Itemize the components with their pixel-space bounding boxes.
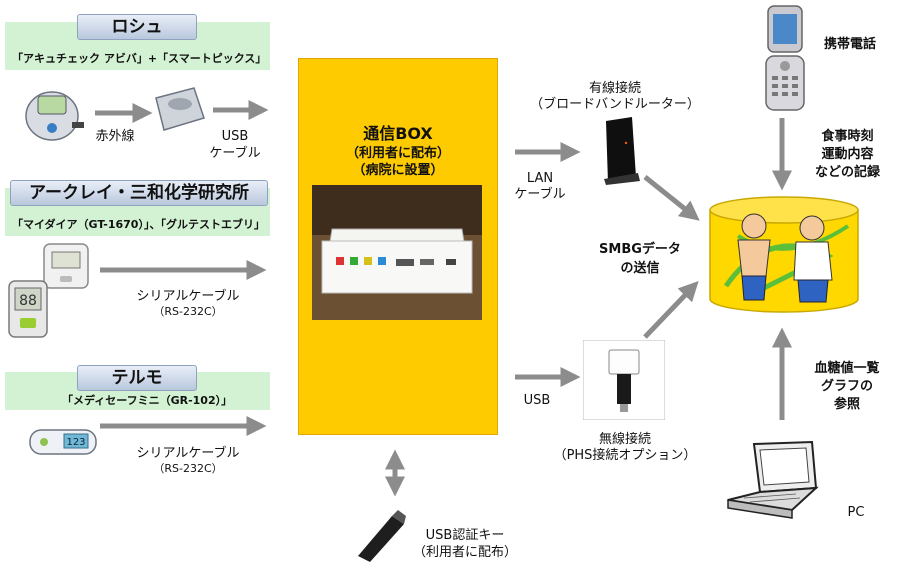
smbg-sub: の送信 — [620, 261, 660, 276]
smbg-label: SMBGデータ — [599, 242, 681, 257]
usb-cable-label-2: ケーブル — [209, 146, 261, 161]
serial-label-2-sub: （RS-232C） — [153, 462, 223, 475]
server-database-icon — [709, 196, 859, 313]
glucose-meter-icon-terumo: 123 — [29, 429, 97, 455]
usb-key-icon — [358, 510, 406, 562]
wireless-label: 無線接続 — [598, 432, 651, 447]
infrared-label: 赤外線 — [95, 129, 135, 144]
vendor-title-terumo: テルモ — [77, 365, 197, 391]
wired-sub: （ブロードバンドルーター） — [530, 97, 700, 112]
wired-label: 有線接続 — [588, 81, 641, 96]
vendor-product-terumo: 「メディセーフミニ（GR-102）」 — [62, 394, 233, 407]
vendor-product-roche: 「アキュチェック アビバ」+「スマートピックス」 — [12, 52, 267, 65]
pc-label: PC — [847, 505, 865, 520]
laptop-icon — [727, 440, 819, 519]
glucose-meter-icon-arkray-1 — [43, 243, 89, 289]
pc-note-2: グラフの — [820, 379, 873, 394]
communication-box-photo — [312, 185, 482, 320]
lan-label-1: LAN — [526, 171, 554, 186]
smartpix-device-icon — [155, 87, 205, 131]
patient-figure — [737, 213, 771, 301]
arrow-router-to-server — [643, 175, 700, 221]
router-icon — [604, 117, 640, 185]
vendor-product-arkray: 「マイダイア（GT-1670）」、「グルテストエブリ」 — [12, 218, 265, 231]
mobile-phone-icon — [765, 5, 805, 111]
hub-sub-hospital: （病院に設置） — [352, 163, 444, 178]
hub-title: 通信BOX — [363, 124, 433, 143]
pc-note-3: 参照 — [833, 397, 860, 412]
phone-note-3: などの記録 — [814, 165, 880, 180]
phs-module-icon — [583, 340, 665, 420]
usb-label: USB — [523, 393, 551, 408]
doctor-figure — [793, 215, 833, 303]
hub-sub-distribution: （利用者に配布） — [345, 146, 450, 161]
lan-label-2: ケーブル — [514, 187, 566, 202]
wireless-sub: （PHS接続オプション） — [553, 448, 697, 463]
svg-text:123: 123 — [66, 437, 85, 448]
serial-label-2: シリアルケーブル — [136, 446, 240, 461]
arrow-phs-to-server — [643, 280, 699, 339]
phone-note-1: 食事時刻 — [821, 129, 874, 144]
glucose-meter-icon-arkray-2: 88 — [8, 280, 48, 338]
usb-key-label: USB認証キー — [425, 528, 505, 543]
vendor-title-arkray: アークレイ・三和化学研究所 — [10, 180, 268, 206]
glucose-meter-icon — [25, 91, 84, 141]
usb-cable-label-1: USB — [221, 129, 249, 144]
vendor-title-roche: ロシュ — [77, 14, 197, 40]
phone-label: 携帯電話 — [823, 37, 876, 52]
serial-label-1: シリアルケーブル — [136, 289, 240, 304]
svg-text:88: 88 — [19, 293, 37, 309]
pc-note-1: 血糖値一覧 — [814, 361, 880, 376]
serial-label-1-sub: （RS-232C） — [153, 305, 223, 318]
usb-key-sub: （利用者に配布） — [412, 545, 517, 560]
phone-note-2: 運動内容 — [821, 147, 874, 162]
